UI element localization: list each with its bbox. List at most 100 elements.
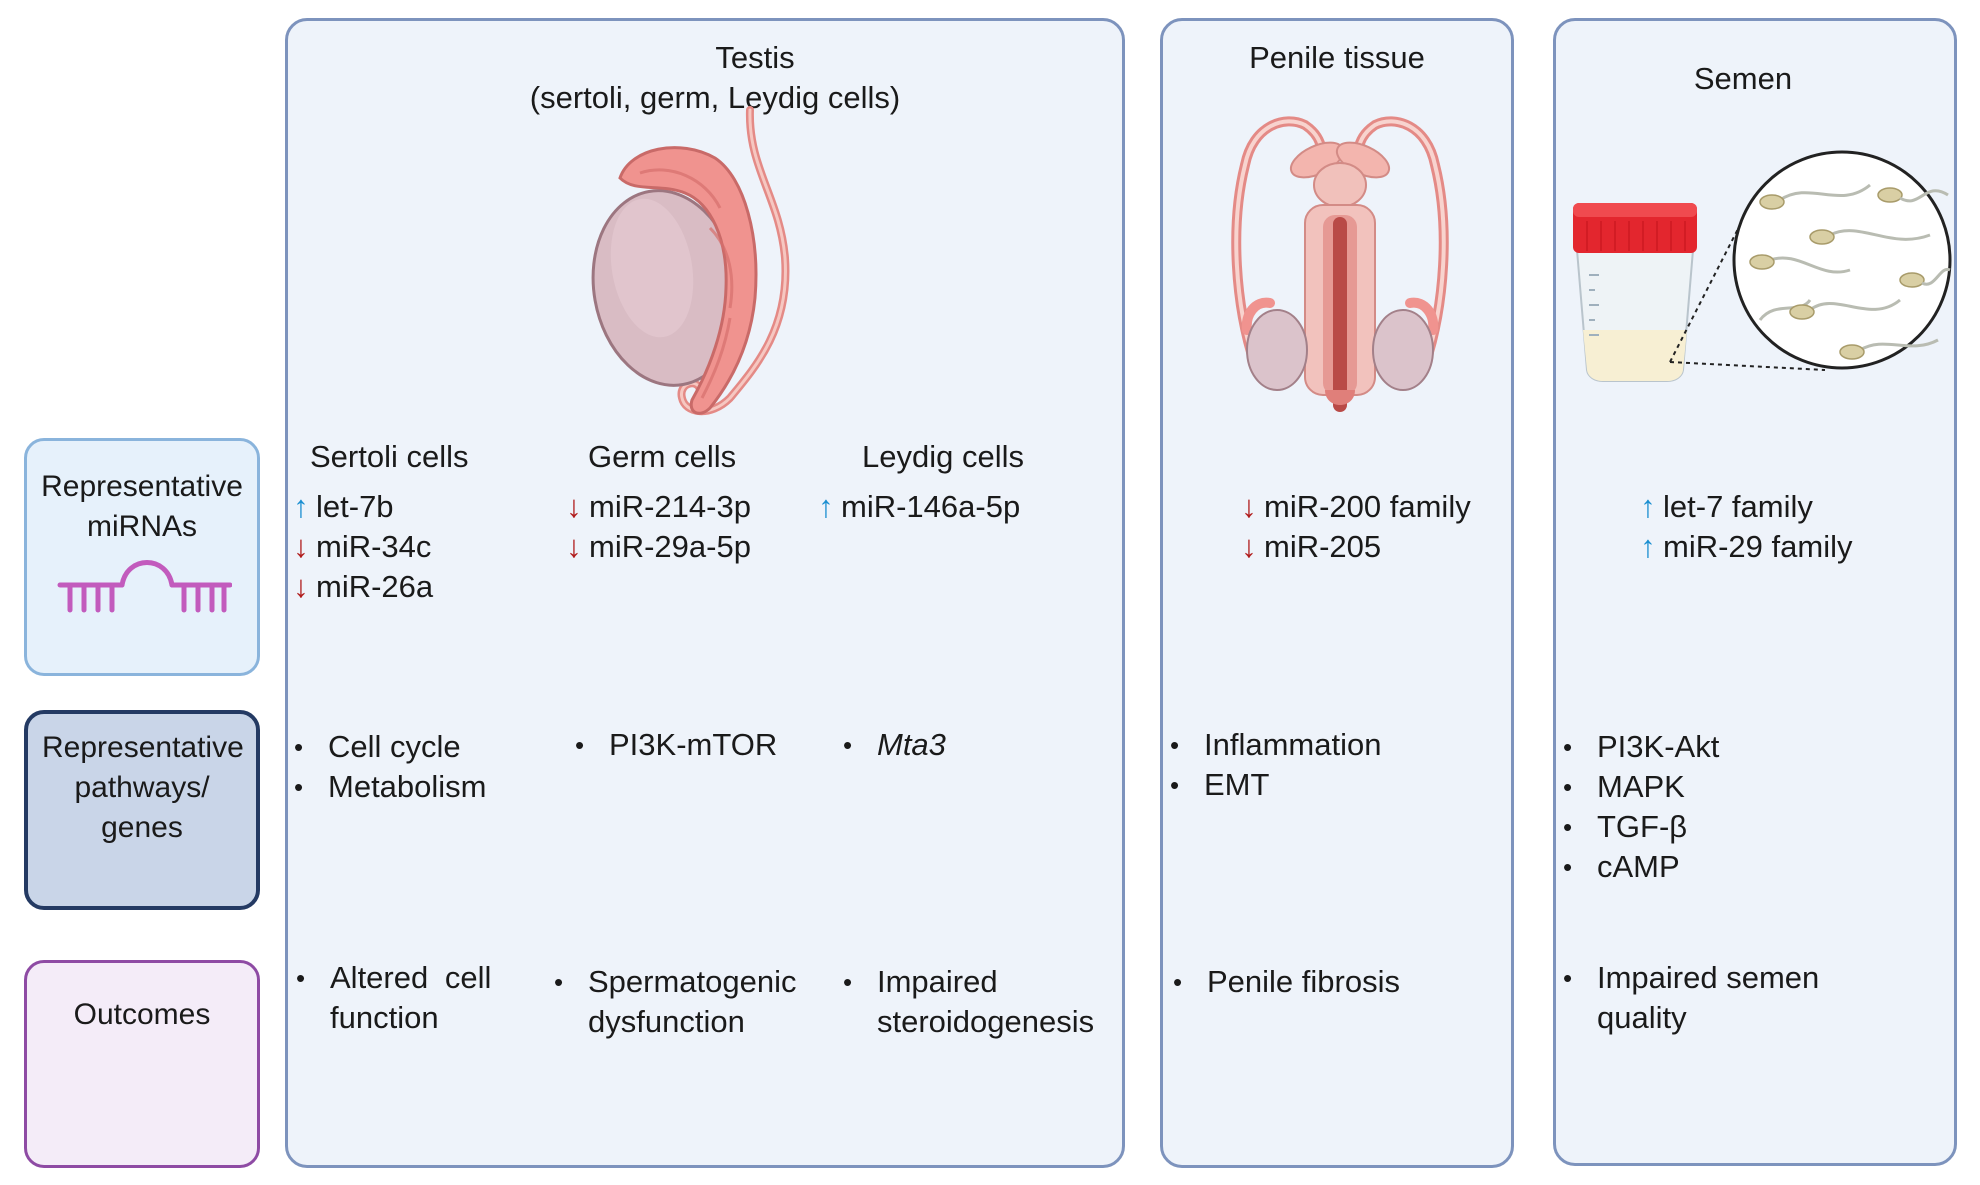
semen-outcome: • Impaired semen quality: [1563, 958, 1819, 1038]
outcome-line2: function: [330, 1000, 439, 1035]
leydig-header: Leydig cells: [862, 439, 1024, 474]
sertoli-header: Sertoli cells: [310, 439, 469, 474]
outcome-text: Penile fibrosis: [1207, 964, 1400, 999]
pathway-item: • Mta3: [843, 725, 946, 765]
mirna-item: ↓miR-26a: [290, 567, 433, 607]
pathway-text: MAPK: [1597, 769, 1685, 804]
semen-pathways: • PI3K-Akt • MAPK • TGF-β • cAMP: [1563, 727, 1719, 887]
pathway-item: •Cell cycle: [294, 727, 487, 767]
leydig-outcome: • Impaired steroidogenesis: [843, 962, 1094, 1042]
pathway-text: Metabolism: [328, 769, 487, 804]
sperm-magnified-illustration: [1669, 150, 1952, 371]
mirna-name: miR-200 family: [1264, 489, 1471, 524]
mirna-name: miR-29 family: [1663, 529, 1853, 564]
germ-outcome: • Spermatogenic dysfunction: [554, 962, 797, 1042]
row-label-pathways-text: Representative pathways/ genes: [42, 731, 244, 844]
bullet: •: [1563, 963, 1573, 993]
pathway-text: PI3K-mTOR: [609, 727, 778, 762]
up-arrow-icon: ↑: [818, 489, 834, 524]
outcome-item: • Impaired steroidogenesis: [843, 962, 1094, 1042]
up-arrow-icon: ↑: [293, 489, 309, 524]
penile-mirna-list: ↓miR-200 family ↓miR-205: [1238, 487, 1471, 567]
down-arrow-icon: ↓: [293, 529, 309, 564]
pathway-text: PI3K-Akt: [1597, 729, 1720, 764]
row-label-outcomes-text: Outcomes: [73, 998, 211, 1031]
outcome-line1: Spermatogenic: [588, 964, 797, 999]
male-reproductive-illustration: [1231, 116, 1449, 412]
mirna-item: ↑miR-29 family: [1637, 527, 1852, 567]
pathway-item: • TGF-β: [1563, 807, 1719, 847]
down-arrow-icon: ↓: [1241, 489, 1257, 524]
outcome-line1: Impaired: [877, 964, 998, 999]
row-label-outcomes: Outcomes: [24, 960, 260, 1168]
bullet: •: [575, 730, 585, 760]
pathway-text: Mta3: [877, 727, 946, 762]
bullet: •: [1170, 730, 1180, 760]
bullet: •: [554, 967, 564, 997]
mirna-item: ↑let-7b: [290, 487, 433, 527]
mirna-name: miR-214-3p: [589, 489, 751, 524]
mirna-name: miR-205: [1264, 529, 1382, 564]
down-arrow-icon: ↓: [293, 569, 309, 604]
pathway-item: • EMT: [1170, 765, 1381, 805]
bullet: •: [294, 772, 304, 802]
pathway-item: • Inflammation: [1170, 725, 1381, 765]
mirna-name: let-7b: [316, 489, 394, 524]
mirna-name: let-7 family: [1663, 489, 1813, 524]
outcome-item: • Spermatogenic dysfunction: [554, 962, 797, 1042]
mirna-item: ↑miR-146a-5p: [815, 487, 1020, 527]
leydig-pathways: • Mta3: [843, 725, 946, 765]
penile-title: Penile tissue: [1249, 40, 1425, 75]
mirna-item: ↓miR-29a-5p: [563, 527, 751, 567]
outcome-item: • Penile fibrosis: [1173, 962, 1400, 1002]
sertoli-pathways: •Cell cycle • Metabolism: [294, 727, 487, 807]
pathway-item: • PI3K-mTOR: [575, 725, 777, 765]
row-label-mirnas-text: Representative miRNAs: [41, 470, 243, 543]
mirna-item: ↓miR-205: [1238, 527, 1471, 567]
semen-cup-illustration: [1573, 203, 1697, 382]
testis-title-line2: (sertoli, germ, Leydig cells): [529, 80, 901, 115]
germ-header: Germ cells: [588, 439, 737, 474]
bullet: •: [1563, 812, 1573, 842]
row-label-pathways: Representative pathways/ genes: [24, 710, 260, 910]
mirna-item: ↑let-7 family: [1637, 487, 1852, 527]
bullet: •: [1170, 770, 1180, 800]
pathway-text: cAMP: [1597, 849, 1680, 884]
bullet: •: [1563, 772, 1573, 802]
pathway-text: TGF-β: [1597, 809, 1688, 844]
germ-pathways: • PI3K-mTOR: [575, 725, 777, 765]
sertoli-mirna-list: ↑let-7b ↓miR-34c ↓miR-26a: [290, 487, 433, 607]
mirna-name: miR-34c: [316, 529, 432, 564]
up-arrow-icon: ↑: [1640, 489, 1656, 524]
pathway-item: • cAMP: [1563, 847, 1719, 887]
pathway-item: • MAPK: [1563, 767, 1719, 807]
bullet: •: [843, 967, 853, 997]
outcome-line1: Altered cell: [330, 960, 492, 995]
testis-illustration: [591, 106, 790, 416]
outcome-line2: dysfunction: [588, 1004, 745, 1039]
down-arrow-icon: ↓: [566, 529, 582, 564]
row-label-mirnas: Representative miRNAs: [24, 438, 260, 676]
mirna-name: miR-29a-5p: [589, 529, 751, 564]
semen-mirna-list: ↑let-7 family ↑miR-29 family: [1637, 487, 1852, 567]
outcome-line2: quality: [1597, 1000, 1687, 1035]
bullet: •: [1563, 732, 1573, 762]
outcome-line1: Impaired semen: [1597, 960, 1820, 995]
outcome-line2: steroidogenesis: [877, 1004, 1095, 1039]
germ-mirna-list: ↓miR-214-3p ↓miR-29a-5p: [563, 487, 751, 567]
penile-outcome: • Penile fibrosis: [1173, 962, 1400, 1002]
mirna-item: ↓miR-34c: [290, 527, 433, 567]
bullet: •: [1173, 967, 1183, 997]
semen-title: Semen: [1693, 61, 1793, 96]
testis-title-line1: Testis: [715, 40, 795, 75]
pathway-text: Cell cycle: [328, 729, 461, 764]
pathway-text: EMT: [1204, 767, 1270, 802]
testis-title: Testis (sertoli, germ, Leydig cells): [285, 38, 1185, 118]
bullet: •: [1563, 852, 1573, 882]
bullet: •: [843, 730, 853, 760]
mirna-item: ↓miR-214-3p: [563, 487, 751, 527]
penile-pathways: • Inflammation • EMT: [1170, 725, 1381, 805]
pathway-text: Inflammation: [1204, 727, 1382, 762]
